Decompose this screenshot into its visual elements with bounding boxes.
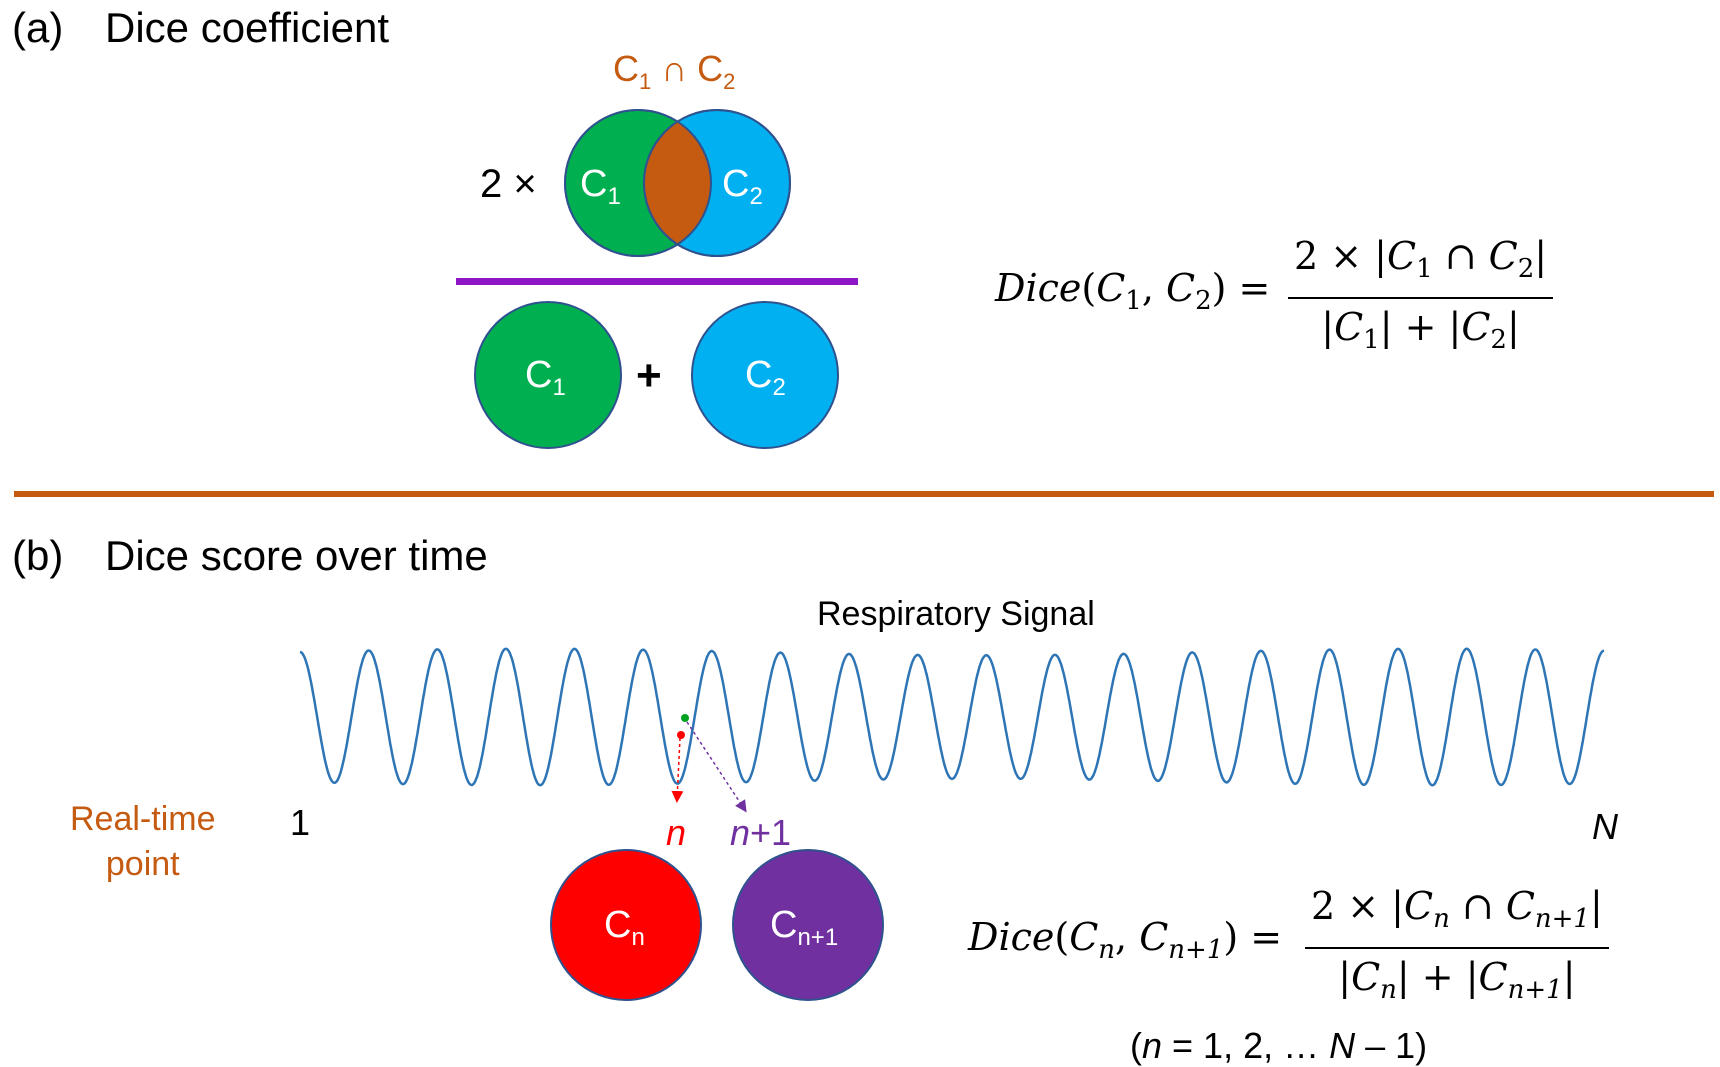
denominator-c2-label: C2	[745, 354, 786, 401]
cn-label: Cn	[604, 904, 645, 951]
signal-title: Respiratory Signal	[817, 595, 1095, 633]
venn-c1-label: C1	[580, 163, 621, 210]
denominator-circle-c2	[691, 301, 839, 449]
dice-time-formula-lhs: Dice(Cn, Cn+1) =	[968, 915, 1283, 965]
circle-cn-plus-1	[732, 849, 884, 1001]
panel-a-label: (a)	[12, 4, 64, 51]
respiratory-signal-waveform	[299, 647, 1605, 787]
point-n	[677, 731, 685, 739]
arrow-to-n-plus-1	[686, 721, 747, 813]
dice-formula-fraction: 2 × |C1 ∩ C2| |C1| + |C2|	[1288, 228, 1554, 368]
plus-sign: +	[636, 351, 662, 400]
n-label: n	[666, 812, 687, 853]
panel-a-title: Dice coefficient	[105, 4, 390, 51]
arrow-to-n	[671, 737, 684, 803]
dice-time-formula-denominator: |Cn| + |Cn+1|	[1338, 955, 1576, 1005]
index-range: (n = 1, 2, … N – 1)	[1130, 1025, 1428, 1066]
denominator-circle-c1	[474, 301, 622, 449]
dice-time-formula-fraction: 2 × |Cn ∩ Cn+1| |Cn| + |Cn+1|	[1305, 878, 1609, 1018]
multiplier-label: 2 ×	[480, 162, 537, 206]
cn-plus-1-label: Cn+1	[770, 904, 839, 951]
signal-start-label: 1	[290, 802, 311, 843]
dice-formula-numerator: 2 × |C1 ∩ C2|	[1294, 234, 1548, 284]
dice-formula-lhs: Dice(C1, C2) =	[995, 266, 1271, 316]
panel-b-label: (b)	[12, 532, 64, 579]
n-plus-1-label: n+1	[730, 812, 792, 853]
section-divider	[14, 491, 1714, 497]
dice-formula-denominator: |C1| + |C2|	[1321, 305, 1520, 355]
venn-intersection	[644, 110, 711, 256]
intersection-label: C1 ∩ C2	[613, 48, 736, 95]
point-n-plus-1	[681, 714, 689, 722]
panel-b-title: Dice score over time	[105, 532, 488, 579]
realtime-point-label: Real-time point	[70, 800, 216, 883]
dice-time-formula-numerator: 2 × |Cn ∩ Cn+1|	[1311, 884, 1603, 934]
circle-cn	[550, 849, 702, 1001]
venn-fraction-bar	[456, 278, 858, 285]
denominator-c1-label: C1	[525, 354, 566, 401]
signal-end-label: N	[1592, 806, 1618, 847]
venn-c2-label: C2	[722, 163, 763, 210]
